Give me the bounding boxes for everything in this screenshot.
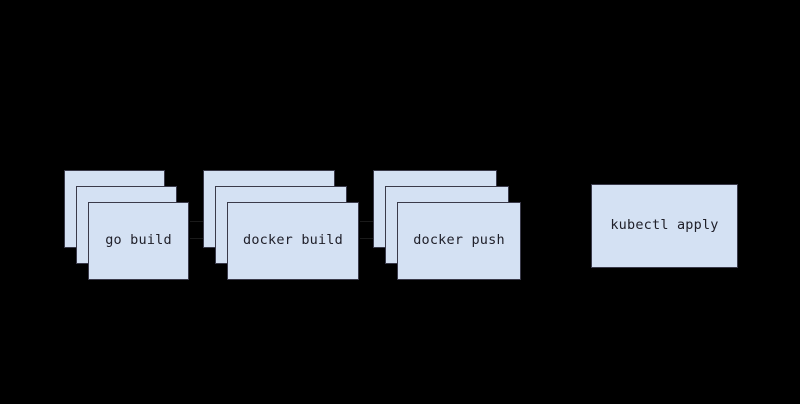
arrow-shaft: [190, 221, 212, 222]
stage-go-build-card-front[interactable]: go build: [88, 202, 189, 280]
arrow-shaft: [360, 221, 382, 222]
stage-docker-push-label: docker push: [413, 232, 505, 249]
stage-docker-build-label: docker build: [243, 232, 343, 249]
stage-go-build-label: go build: [105, 232, 172, 249]
stage-kubectl-apply[interactable]: kubectl apply: [591, 184, 738, 268]
stage-docker-build-card-front[interactable]: docker build: [227, 202, 359, 280]
stage-kubectl-apply-label: kubectl apply: [610, 217, 719, 234]
stage-docker-push-card-front[interactable]: docker push: [397, 202, 521, 280]
